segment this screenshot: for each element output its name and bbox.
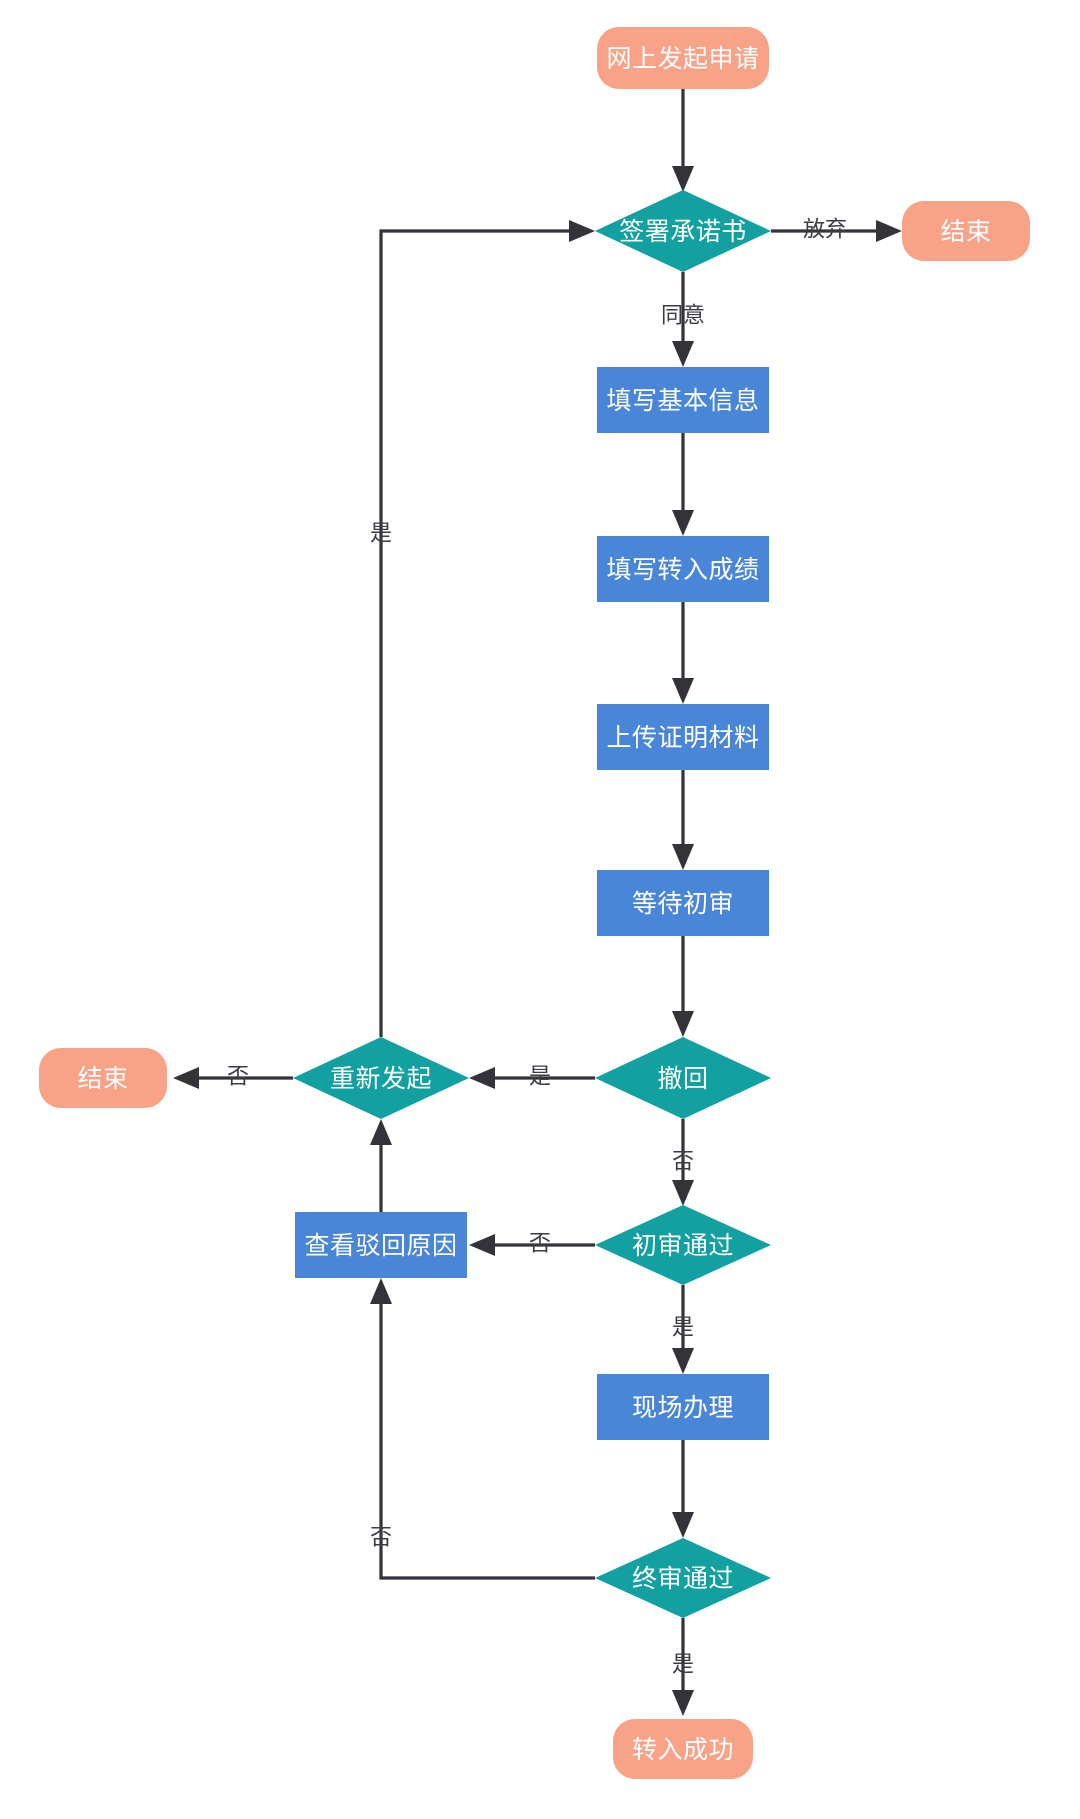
edges-layer: 放弃 同意 [173, 89, 902, 1716]
node-label-end-no-restart: 结束 [77, 1065, 128, 1093]
arrow-head-icon [672, 1011, 694, 1037]
arrow-head-icon [672, 678, 694, 704]
node-end-no-restart[interactable]: 结束 [39, 1048, 167, 1108]
edge-basic-info-to-scores [672, 433, 694, 536]
node-onsite-processing[interactable]: 现场办理 [597, 1374, 769, 1440]
edge-label-yes-withdraw: 是 [529, 1064, 551, 1089]
arrow-head-icon [876, 220, 902, 242]
edge-start-to-sign [672, 89, 694, 192]
arrow-head-icon [569, 220, 595, 242]
arrow-head-icon [672, 844, 694, 870]
arrow-head-icon [672, 166, 694, 192]
edge-first-pass-to-onsite: 是 [672, 1285, 694, 1374]
edge-withdraw-to-first-pass: 否 [672, 1119, 694, 1206]
arrow-head-icon [672, 1348, 694, 1374]
edge-label-no-final-pass: 否 [370, 1525, 392, 1550]
node-label-fill-basic-info: 填写基本信息 [606, 387, 759, 415]
edge-label-give-up: 放弃 [803, 217, 847, 242]
node-wait-first-review[interactable]: 等待初审 [597, 870, 769, 936]
arrow-head-icon [672, 341, 694, 367]
edge-sign-to-basic-info: 同意 [661, 272, 705, 367]
arrow-head-icon [469, 1067, 495, 1089]
node-label-final-review-passed: 终审通过 [632, 1565, 734, 1593]
edge-sign-to-end-giveup: 放弃 [771, 217, 902, 242]
arrow-head-icon [672, 510, 694, 536]
edge-wait-review-to-withdraw [672, 936, 694, 1037]
node-view-rejection-reason[interactable]: 查看驳回原因 [295, 1212, 467, 1278]
node-final-review-passed[interactable]: 终审通过 [595, 1538, 771, 1618]
edge-onsite-to-final-pass [672, 1440, 694, 1538]
node-first-review-passed[interactable]: 初审通过 [595, 1205, 771, 1285]
arrow-head-icon [370, 1119, 392, 1145]
node-label-restart-application: 重新发起 [330, 1065, 432, 1093]
node-label-transfer-success: 转入成功 [632, 1736, 734, 1764]
arrow-head-icon [370, 1278, 392, 1304]
node-label-wait-first-review: 等待初审 [632, 890, 734, 918]
node-start[interactable]: 网上发起申请 [597, 27, 769, 89]
edge-withdraw-to-restart: 是 [469, 1064, 595, 1089]
node-upload-documents[interactable]: 上传证明材料 [597, 704, 769, 770]
node-label-onsite-processing: 现场办理 [632, 1394, 734, 1422]
node-label-upload-documents: 上传证明材料 [606, 724, 759, 752]
edge-label-yes-restart: 是 [370, 521, 392, 546]
arrow-head-icon [469, 1234, 495, 1256]
edge-final-pass-to-success: 是 [672, 1618, 694, 1716]
edge-label-no-first-pass: 否 [529, 1231, 551, 1256]
node-restart-application[interactable]: 重新发起 [293, 1037, 469, 1119]
arrow-head-icon [173, 1067, 199, 1089]
node-sign-commitment[interactable]: 签署承诺书 [595, 190, 771, 272]
node-label-first-review-passed: 初审通过 [632, 1232, 734, 1260]
edge-label-yes-final-pass: 是 [672, 1652, 694, 1677]
edge-label-no-restart: 否 [227, 1064, 249, 1089]
arrow-head-icon [672, 1512, 694, 1538]
edge-label-no-withdraw: 否 [672, 1149, 694, 1174]
arrow-head-icon [672, 1180, 694, 1206]
edge-first-pass-to-view-reject: 否 [469, 1231, 595, 1256]
edge-view-reject-to-restart [370, 1119, 392, 1212]
node-label-withdraw: 撤回 [657, 1065, 708, 1093]
node-label-view-rejection-reason: 查看驳回原因 [304, 1232, 457, 1260]
node-withdraw[interactable]: 撤回 [595, 1037, 771, 1119]
edge-restart-to-sign: 是 [370, 220, 595, 1037]
edge-final-pass-to-view-reject: 否 [370, 1278, 595, 1580]
node-fill-transfer-scores[interactable]: 填写转入成绩 [597, 536, 769, 602]
node-label-fill-transfer-scores: 填写转入成绩 [606, 556, 759, 584]
edge-label-yes-first-pass: 是 [672, 1315, 694, 1340]
edge-upload-to-wait-review [672, 770, 694, 870]
nodes-layer: 网上发起申请 签署承诺书 结束 填写基本信息 填写转入成绩 [39, 27, 1030, 1779]
node-label-start: 网上发起申请 [606, 45, 759, 73]
edge-scores-to-upload [672, 602, 694, 704]
node-end-give-up[interactable]: 结束 [902, 201, 1030, 261]
edge-restart-to-end: 否 [173, 1064, 293, 1089]
node-transfer-success[interactable]: 转入成功 [613, 1719, 753, 1779]
node-label-end-give-up: 结束 [940, 218, 991, 246]
node-label-sign-commitment: 签署承诺书 [619, 218, 747, 246]
node-fill-basic-info[interactable]: 填写基本信息 [597, 367, 769, 433]
edge-label-agree: 同意 [661, 303, 705, 328]
arrow-head-icon [672, 1690, 694, 1716]
